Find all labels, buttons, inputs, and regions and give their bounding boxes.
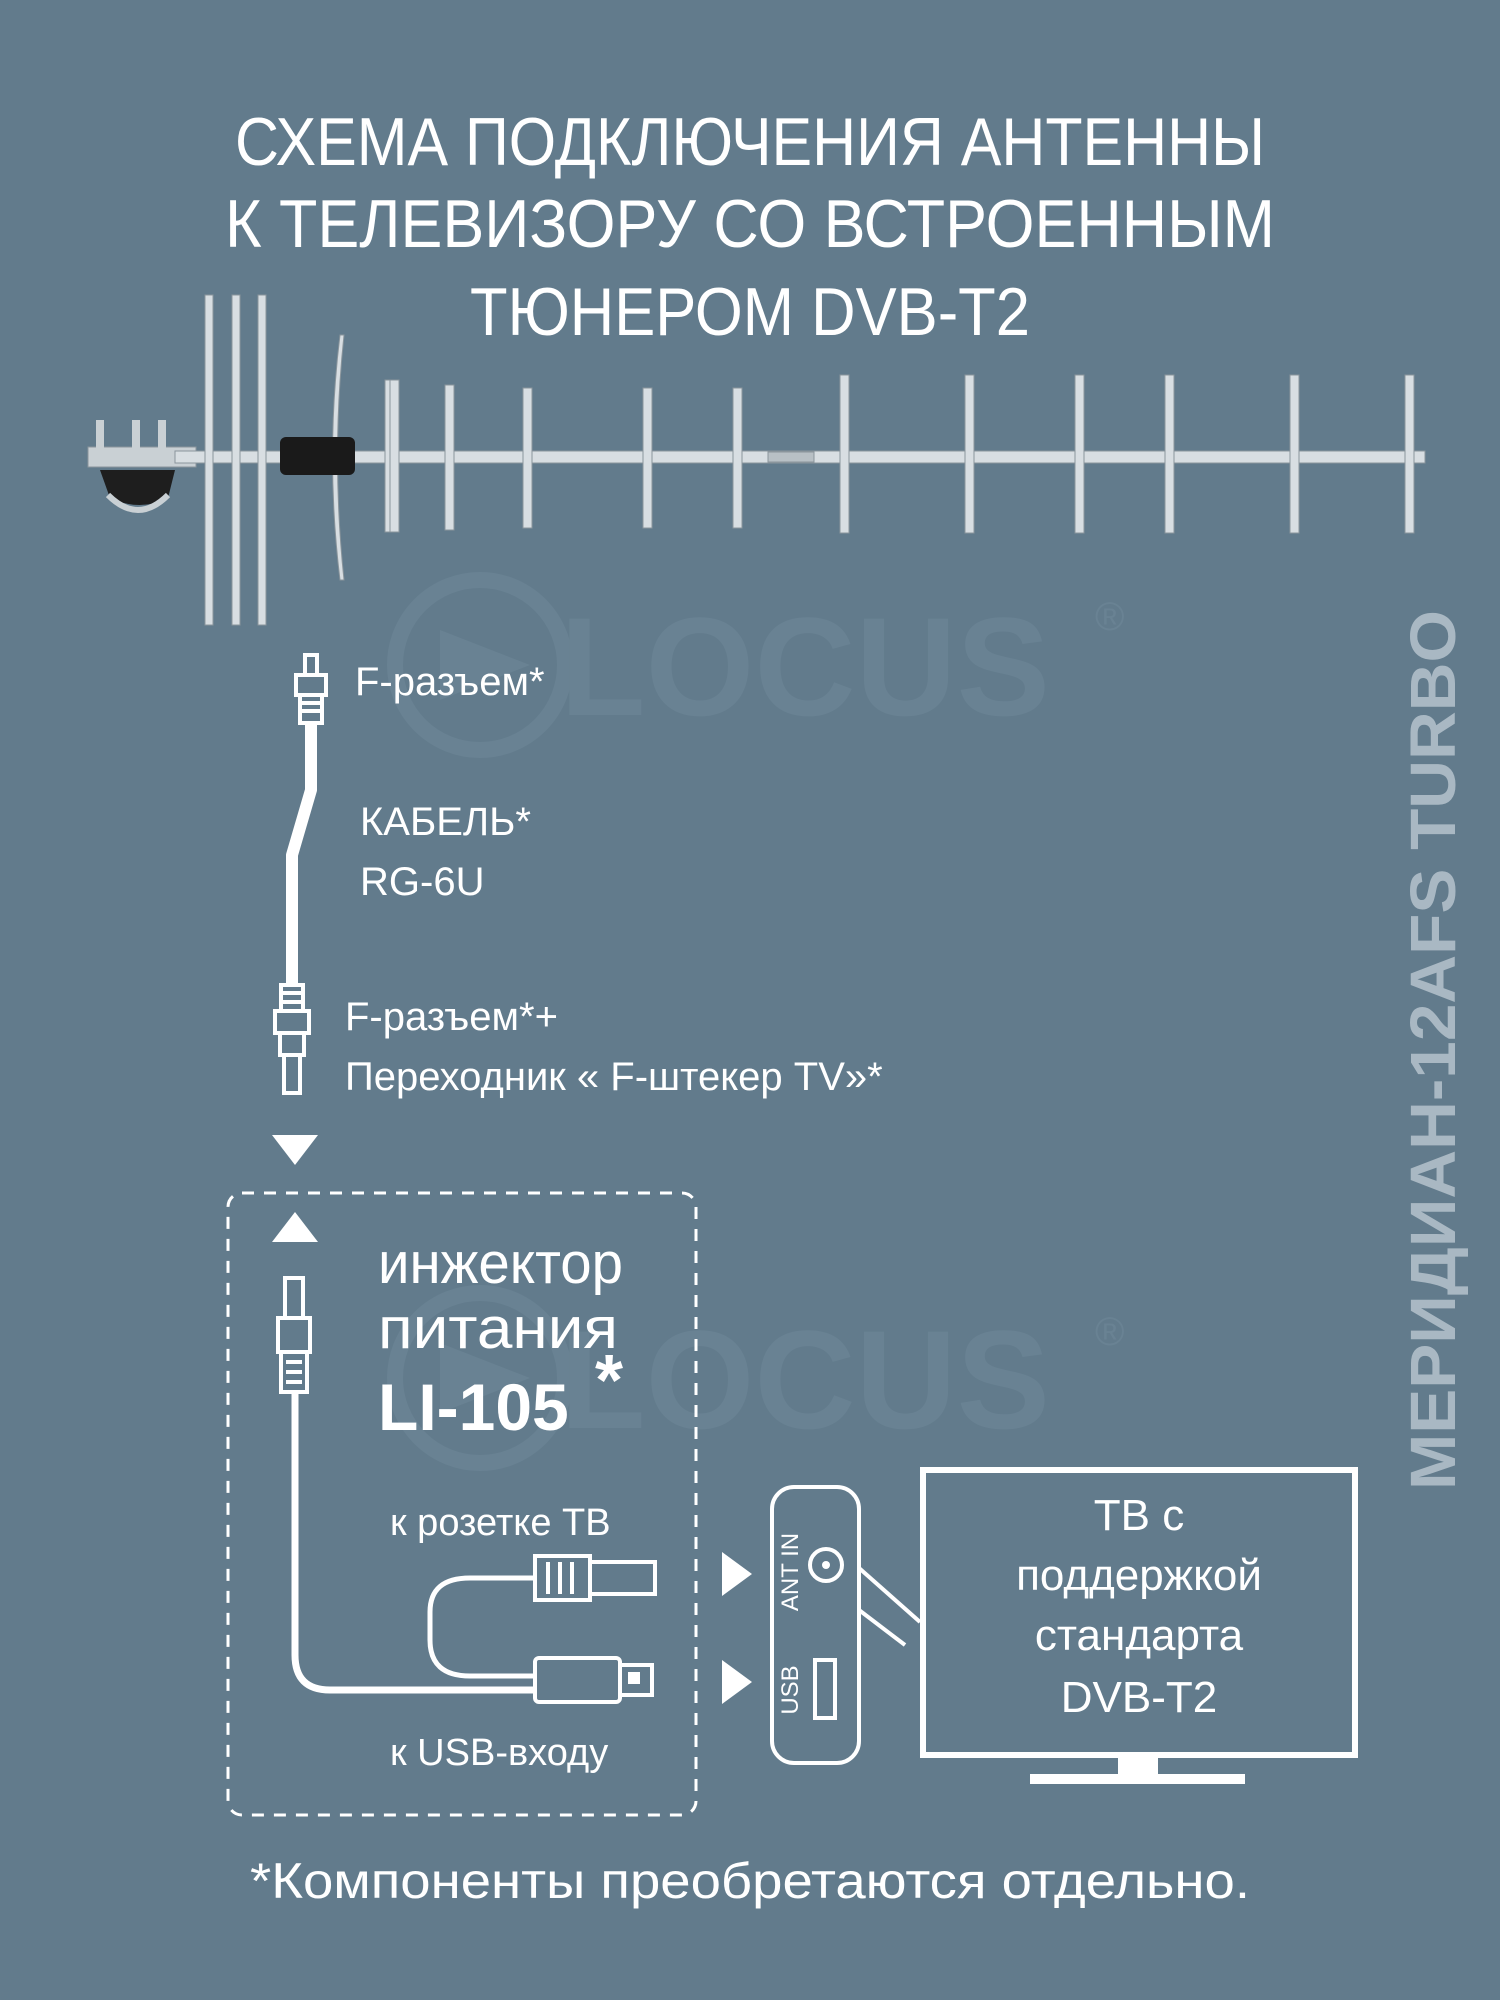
svg-text:®: ® — [1095, 1310, 1124, 1354]
ant-in-label: ANT IN — [777, 1533, 804, 1611]
tv-label-3: стандарта — [1035, 1611, 1244, 1660]
antenna-socket-icon — [808, 1547, 844, 1583]
arrow-right-icon — [722, 1660, 752, 1704]
injector-asterisk: * — [595, 1341, 623, 1421]
injector-box: инжектор питания LI-105 * к розетке ТВ к… — [226, 1191, 698, 1817]
watermark-bottom: LOCUS ® — [387, 1285, 1124, 1471]
injector-model: LI-105 — [378, 1370, 569, 1444]
antenna-director-rod — [839, 374, 850, 534]
antenna-director-rod — [389, 379, 400, 533]
injector-label-2: питания — [378, 1296, 618, 1361]
tv-label-2: поддержкой — [1016, 1551, 1262, 1600]
antenna-director-rod — [522, 387, 533, 529]
svg-text:LOCUS: LOCUS — [560, 588, 1050, 745]
tv-connector-panel: ANT IN USB — [770, 1485, 922, 1765]
svg-text:®: ® — [1095, 595, 1124, 639]
tv-label-4: DVB-T2 — [1061, 1673, 1217, 1722]
antenna-director-rod — [1404, 374, 1415, 534]
antenna-director-rod — [732, 387, 743, 529]
watermark-top: LOCUS ® — [387, 572, 1124, 758]
cable-chain: F-разъем* КАБЕЛЬ* RG-6U F-разъем*+ Перех… — [272, 653, 883, 1165]
cable-label-2: RG-6U — [360, 860, 484, 904]
f-connector-bottom-icon — [273, 983, 311, 1095]
tv-label-1: ТВ с — [1094, 1491, 1184, 1540]
tv-icon: ТВ с поддержкой стандарта DVB-T2 — [920, 1467, 1358, 1784]
arrow-down-icon — [272, 1135, 318, 1165]
connector-bottom-label-1: F-разъем*+ — [345, 995, 558, 1039]
injector-label-1: инжектор — [378, 1231, 623, 1296]
antenna-director-rod — [444, 384, 455, 531]
antenna-icon — [87, 294, 1426, 626]
f-connector-top-icon — [294, 653, 328, 725]
title-line-2: К ТЕЛЕВИЗОРУ СО ВСТРОЕННЫМ — [225, 186, 1275, 262]
antenna-director-rod — [1164, 374, 1175, 534]
title-line-3: ТЮНЕРОМ DVB-T2 — [470, 274, 1030, 350]
title-line-1: СХЕМА ПОДКЛЮЧЕНИЯ АНТЕННЫ — [235, 104, 1265, 180]
arrow-right-icon — [722, 1552, 752, 1596]
coax-cable — [286, 723, 317, 985]
product-name: МЕРИДИАН-12AFS TURBO — [1397, 610, 1469, 1490]
usb-label: USB — [777, 1665, 804, 1714]
usb-socket-icon — [813, 1658, 837, 1720]
svg-text:LOCUS: LOCUS — [560, 1301, 1050, 1458]
antenna-director-rod — [1289, 374, 1300, 534]
connector-bottom-label-2: Переходник « F-штекер TV»* — [345, 1055, 883, 1099]
usb-plug-icon — [533, 1656, 654, 1704]
connector-top-label: F-разъем* — [355, 660, 545, 704]
antenna-director-rod — [1074, 374, 1085, 534]
to-usb-label: к USB-входу — [390, 1732, 608, 1774]
cable-label-1: КАБЕЛЬ* — [360, 800, 531, 844]
antenna-director-rod — [964, 374, 975, 534]
injector-connector-icon — [276, 1276, 312, 1394]
arrow-up-icon — [272, 1212, 318, 1242]
to-tv-socket-label: к розетке ТВ — [390, 1502, 611, 1544]
diagram-title: СХЕМА ПОДКЛЮЧЕНИЯ АНТЕННЫ К ТЕЛЕВИЗОРУ С… — [225, 104, 1275, 350]
footnote: *Компоненты преобретаются отдельно. — [250, 1853, 1250, 1909]
tv-plug-icon — [533, 1554, 657, 1602]
antenna-director-rod — [642, 387, 653, 529]
